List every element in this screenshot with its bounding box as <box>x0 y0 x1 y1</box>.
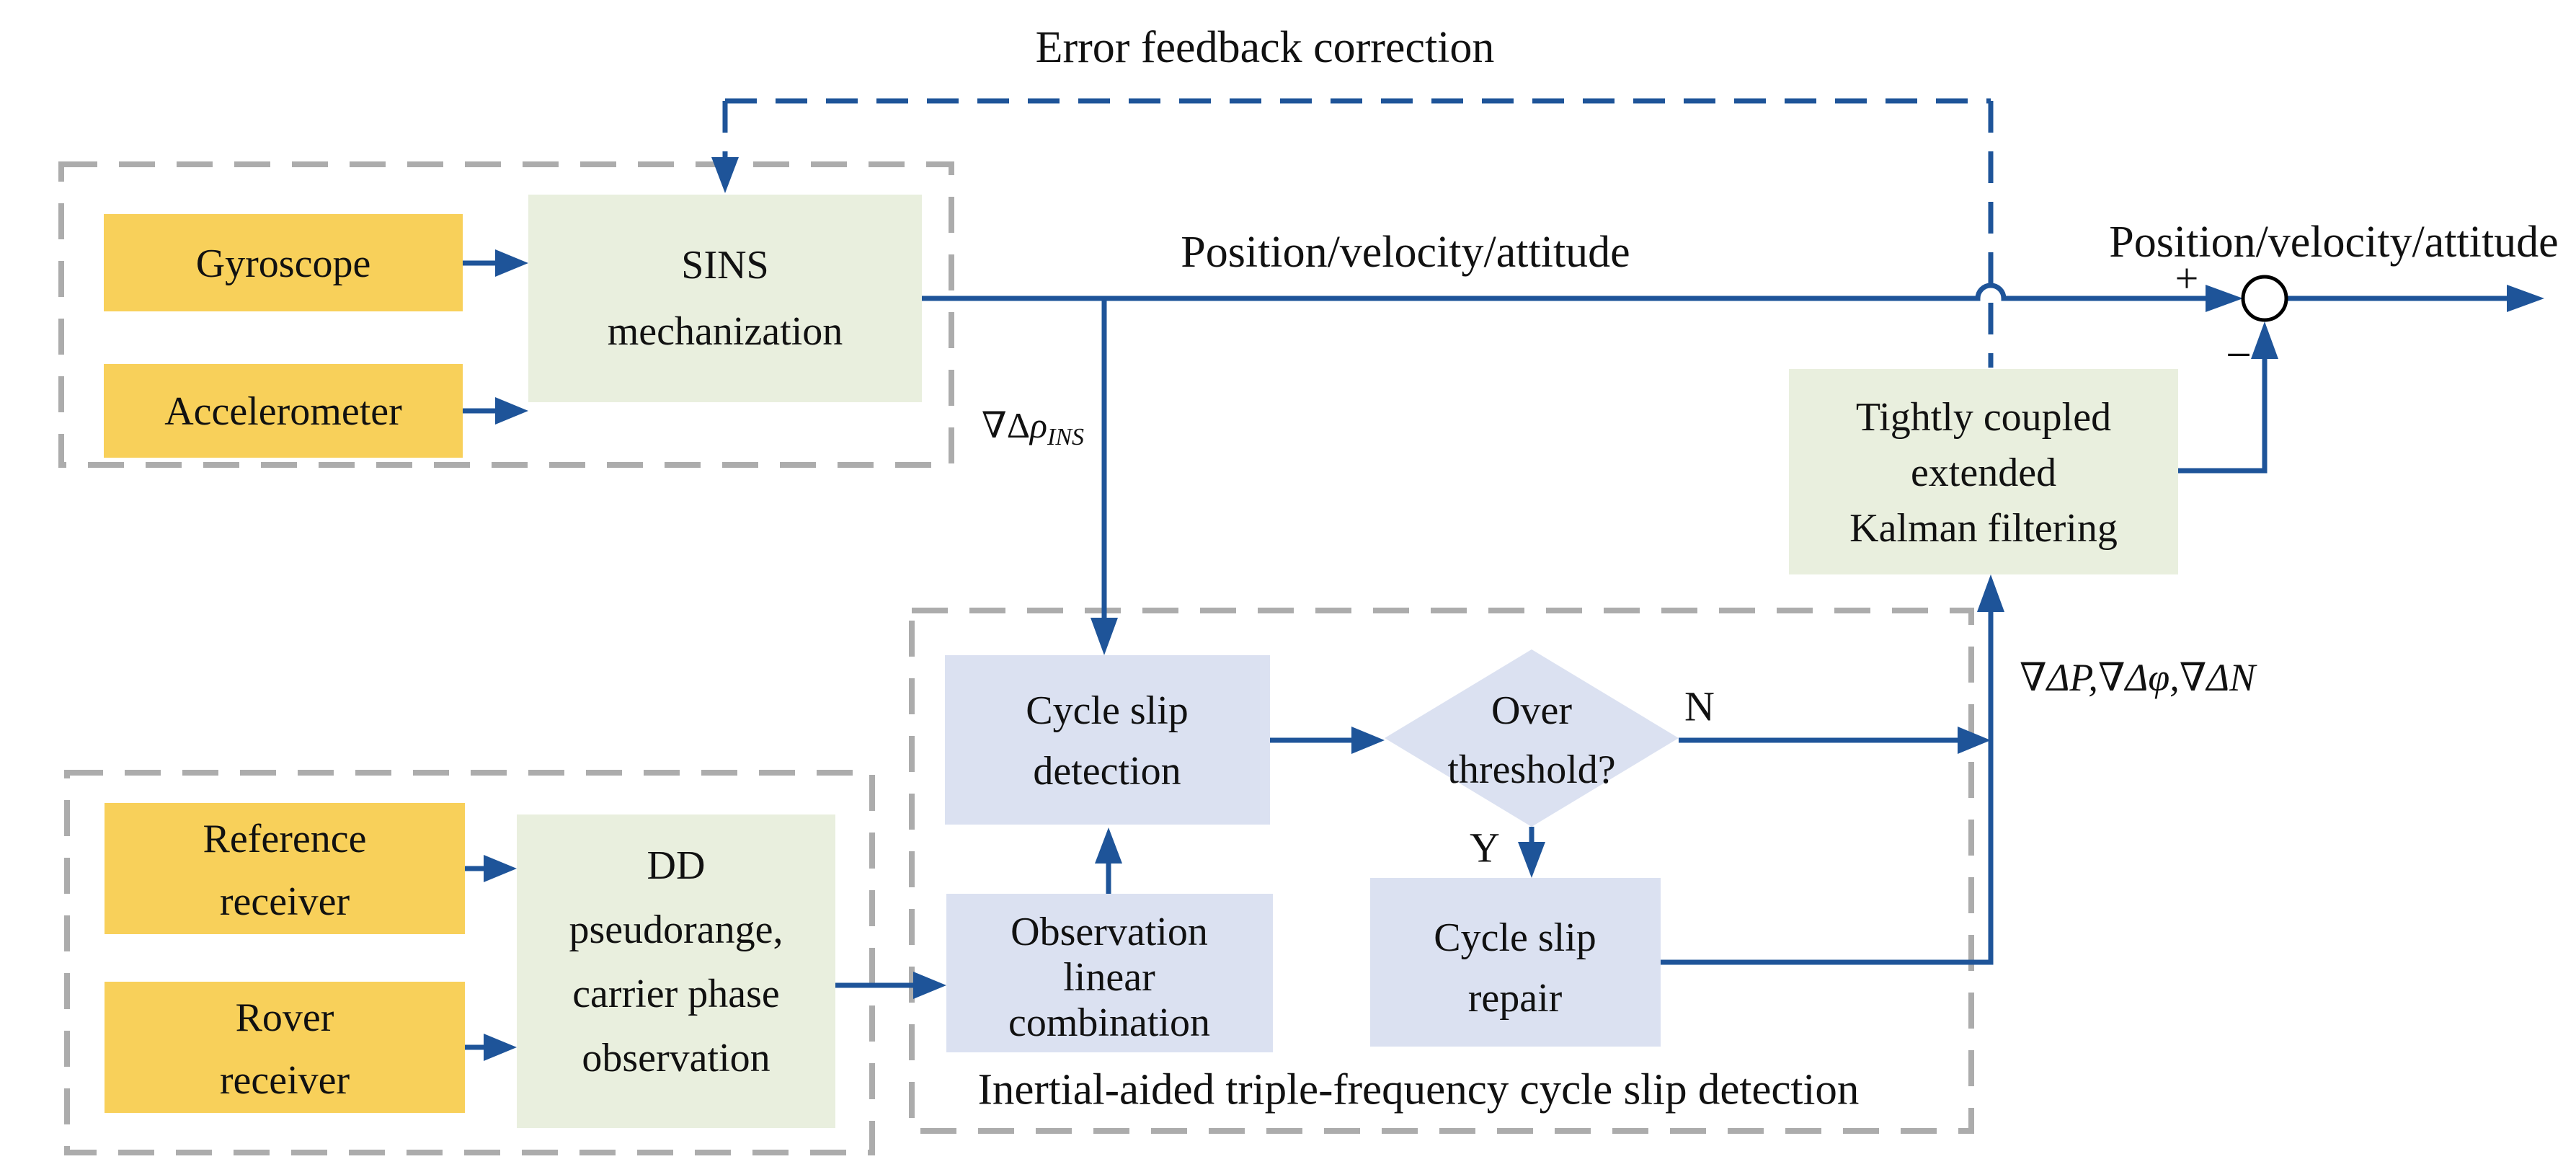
position-velocity-attitude-label-left: Position/velocity/attitude <box>1181 228 1630 277</box>
diamond-label-line2: threshold? <box>1447 747 1615 792</box>
dd-label-line4: observation <box>582 1036 770 1080</box>
accelerometer-box <box>104 364 463 458</box>
arrowhead-into-detection-top <box>1091 618 1118 655</box>
receivers-container-border <box>64 770 875 1155</box>
observation-label-line1: Observation <box>1011 910 1208 954</box>
dd-label-line2: pseudorange, <box>569 907 783 952</box>
reference-receiver-box <box>105 803 465 934</box>
gyroscope-box <box>104 214 463 311</box>
cycle-slip-container-border <box>909 608 1974 1134</box>
arrowhead-into-sum-circle-bottom <box>2251 321 2278 359</box>
arrowhead-reference-dd <box>484 855 517 882</box>
arrowhead-into-sins-top <box>711 157 739 193</box>
reference-label-line1: Reference <box>203 817 367 861</box>
arrowhead-no-into-riser <box>1958 727 1991 754</box>
sum-plus-sign: + <box>2175 255 2199 302</box>
branch-no-label: N <box>1684 683 1715 730</box>
ins-dd-symbol: ρ <box>1029 405 1047 445</box>
detection-label-line2: detection <box>1033 749 1181 794</box>
cycle-slip-repair-box <box>1370 878 1661 1047</box>
kalman-inputs-label: ∇ΔP,∇Δφ,∇ΔN <box>2020 656 2257 699</box>
rover-receiver-box <box>105 982 465 1113</box>
kalman-filtering-box <box>1789 369 2178 574</box>
over-threshold-diamond <box>1385 649 1679 827</box>
arrowhead-into-kalman-bottom <box>1977 574 2004 612</box>
arrowhead-yes-into-repair <box>1518 842 1545 878</box>
main-output-line <box>922 283 2210 301</box>
arrowhead-gyroscope-sins <box>495 249 528 277</box>
kalman-label-line3: Kalman filtering <box>1849 506 2118 551</box>
diamond-label-line1: Over <box>1491 688 1572 733</box>
dd-label-line1: DD <box>647 843 706 888</box>
repair-label-line1: Cycle slip <box>1434 915 1596 960</box>
arrowhead-observation-detection <box>1095 827 1122 864</box>
kalman-label-line1: Tightly coupled <box>1856 395 2111 440</box>
sins-box <box>528 195 922 402</box>
rover-label-line1: Rover <box>236 995 334 1040</box>
reference-label-line2: receiver <box>220 879 350 924</box>
observation-label-line2: linear <box>1063 955 1155 1000</box>
ins-dd-subscript: INS <box>1047 424 1084 450</box>
kalman-to-sum-line <box>2178 355 2268 474</box>
gyroscope-label: Gyroscope <box>196 241 371 286</box>
detection-label-line1: Cycle slip <box>1026 688 1189 733</box>
sins-label-line2: mechanization <box>608 309 843 354</box>
accelerometer-label: Accelerometer <box>164 389 402 434</box>
dd-label-line3: carrier phase <box>572 972 780 1016</box>
summation-circle <box>2241 275 2288 322</box>
arrowhead-detection-diamond <box>1351 727 1385 754</box>
arrowhead-rover-dd <box>484 1034 517 1061</box>
error-feedback-label: Error feedback correction <box>1036 23 1495 72</box>
observation-label-line3: combination <box>1008 1000 1210 1045</box>
sum-minus-sign: − <box>2226 329 2252 381</box>
sins-label-line1: SINS <box>681 243 768 288</box>
repair-label-line2: repair <box>1468 976 1563 1021</box>
arrowhead-final-output <box>2507 285 2544 312</box>
rover-label-line2: receiver <box>220 1058 350 1103</box>
observation-linear-combination-box <box>946 894 1273 1052</box>
branch-yes-label: Y <box>1470 825 1500 871</box>
arrowhead-accelerometer-sins <box>495 397 528 425</box>
ins-dd-prefix: ∇Δ <box>982 405 1030 445</box>
cycle-slip-detection-box <box>945 655 1270 825</box>
kalman-label-line2: extended <box>1911 450 2056 495</box>
arrowhead-dd-observation <box>913 972 946 999</box>
repair-to-kalman-line <box>1661 608 1994 965</box>
sins-container-border <box>58 161 954 468</box>
arrowhead-into-sum-circle-left <box>2206 285 2243 312</box>
container-caption-label: Inertial-aided triple-frequency cycle sl… <box>978 1066 1860 1114</box>
dd-observation-box <box>517 814 835 1128</box>
position-velocity-attitude-label-right: Position/velocity/attitude <box>2109 218 2558 267</box>
ins-dd-pseudorange-label: ∇ΔρINS <box>982 405 1084 450</box>
